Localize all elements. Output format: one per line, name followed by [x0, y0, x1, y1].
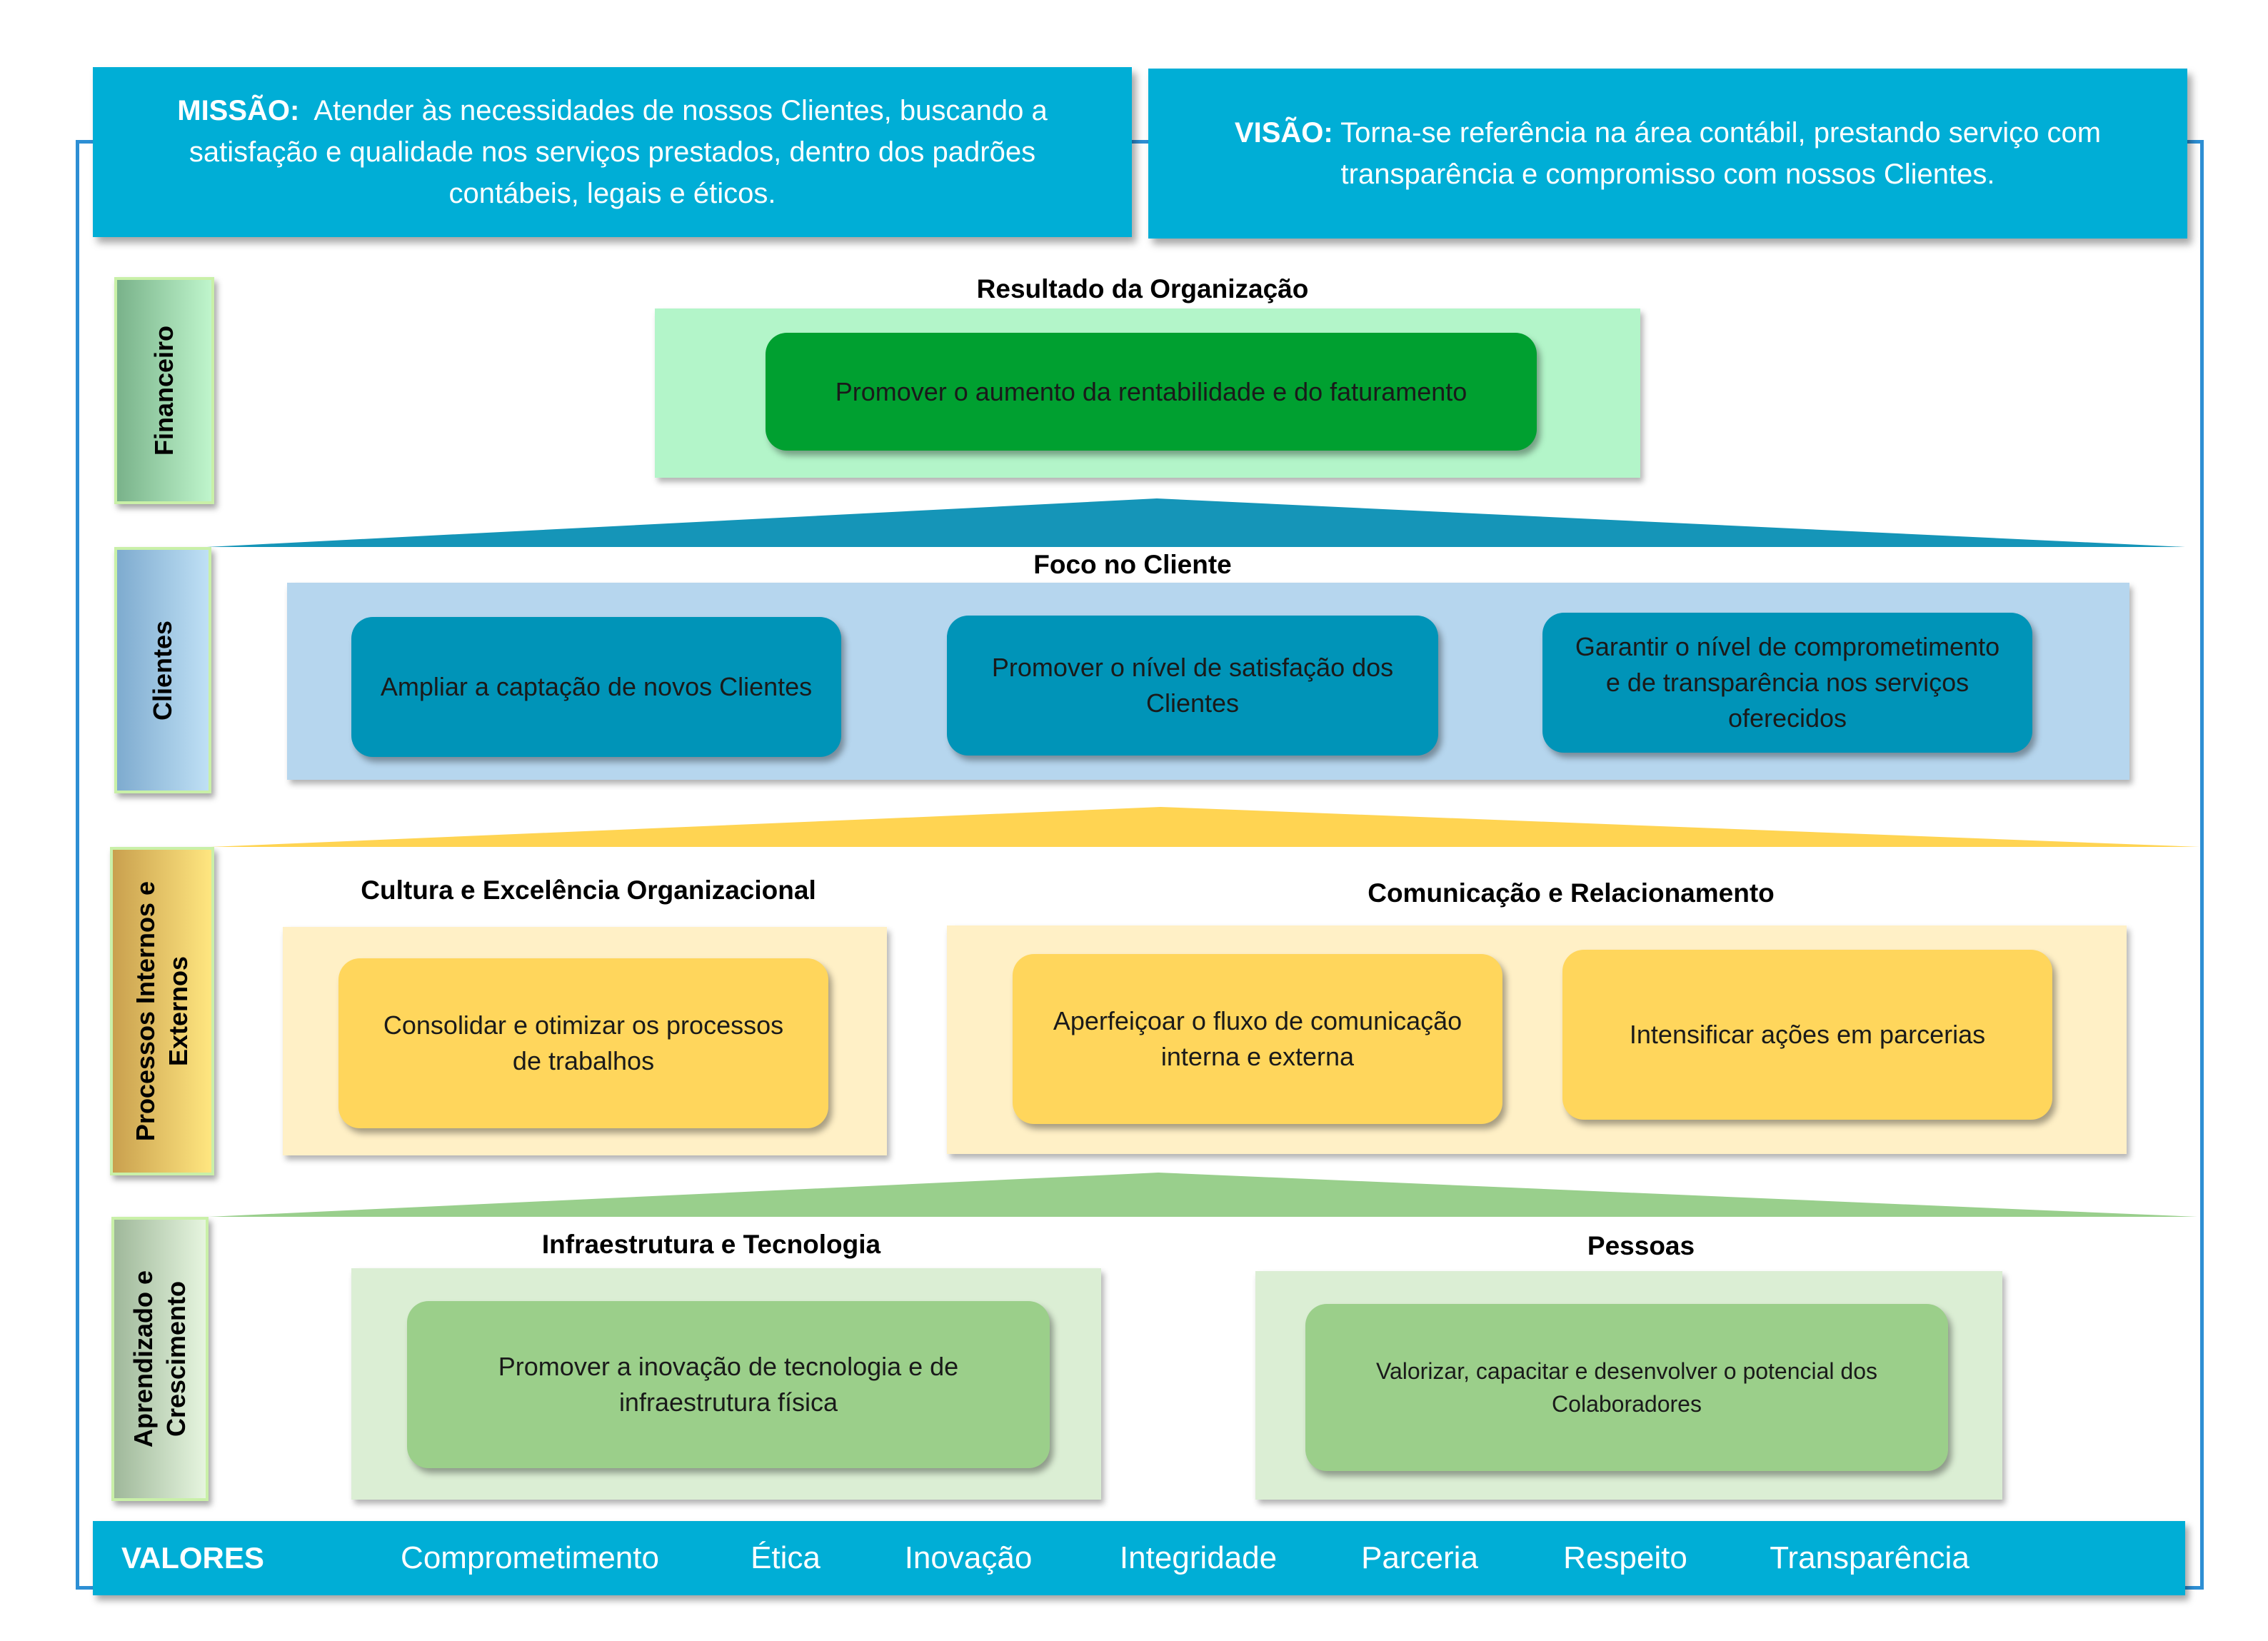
mission-text: Atender às necessidades de nossos Client…	[189, 95, 1048, 209]
perspective-clients-label: Clientes	[148, 620, 177, 721]
separator-clients	[207, 498, 2185, 547]
communication-objective-1: Aperfeiçoar o fluxo de comunicação inter…	[1013, 954, 1502, 1124]
financial-title: Resultado da Organização	[976, 274, 1309, 303]
perspective-learning: Aprendizado e Crescimento	[111, 1217, 209, 1501]
financial-objective: Promover o aumento da rentabilidade e do…	[766, 333, 1537, 451]
vision-box: VISÃO: Torna-se referência na área contá…	[1148, 69, 2187, 239]
separator-processes	[211, 807, 2199, 847]
values-label: VALORES	[121, 1541, 264, 1575]
mission-label: MISSÃO:	[177, 95, 300, 126]
perspective-processes-label: Processos Internos e Externos	[131, 880, 193, 1142]
infra-objective: Promover a inovação de tecnologia e de i…	[407, 1301, 1050, 1468]
separator-learning	[209, 1173, 2197, 1217]
perspective-financial: Financeiro	[114, 277, 214, 504]
perspective-processes: Processos Internos e Externos	[110, 847, 214, 1175]
communication-objective-2: Intensificar ações em parcerias	[1562, 950, 2052, 1120]
infra-title: Infraestrutura e Tecnologia	[541, 1230, 881, 1259]
vision-text: Torna-se referência na área contábil, pr…	[1340, 117, 2102, 190]
vision-label: VISÃO:	[1234, 117, 1333, 149]
value-item: Comprometimento	[401, 1540, 659, 1575]
value-item: Ética	[751, 1540, 821, 1575]
communication-title: Comunicação e Relacionamento	[1368, 878, 1775, 908]
value-item: Parceria	[1361, 1540, 1478, 1575]
culture-title: Cultura e Excelência Organizacional	[361, 875, 816, 905]
value-item: Integridade	[1119, 1540, 1278, 1575]
value-item: Transparência	[1770, 1540, 1970, 1575]
clients-objective-1: Ampliar a captação de novos Clientes	[351, 617, 841, 757]
clients-title: Foco no Cliente	[1033, 550, 1232, 579]
perspective-clients: Clientes	[114, 547, 211, 793]
mission-box: MISSÃO: Atender às necessidades de nosso…	[93, 67, 1132, 237]
perspective-learning-label: Aprendizado e Crescimento	[129, 1270, 191, 1448]
culture-objective: Consolidar e otimizar os processos de tr…	[338, 958, 828, 1128]
perspective-financial-label: Financeiro	[149, 325, 179, 456]
people-objective: Valorizar, capacitar e desenvolver o pot…	[1305, 1304, 1948, 1471]
clients-objective-3: Garantir o nível de comprometimento e de…	[1542, 613, 2032, 753]
value-item: Respeito	[1563, 1540, 1687, 1575]
clients-objective-2: Promover o nível de satisfação dos Clien…	[947, 616, 1438, 756]
values-bar: VALORES Comprometimento Ética Inovação I…	[93, 1521, 2185, 1595]
value-item: Inovação	[904, 1540, 1033, 1575]
people-title: Pessoas	[1587, 1231, 1695, 1260]
